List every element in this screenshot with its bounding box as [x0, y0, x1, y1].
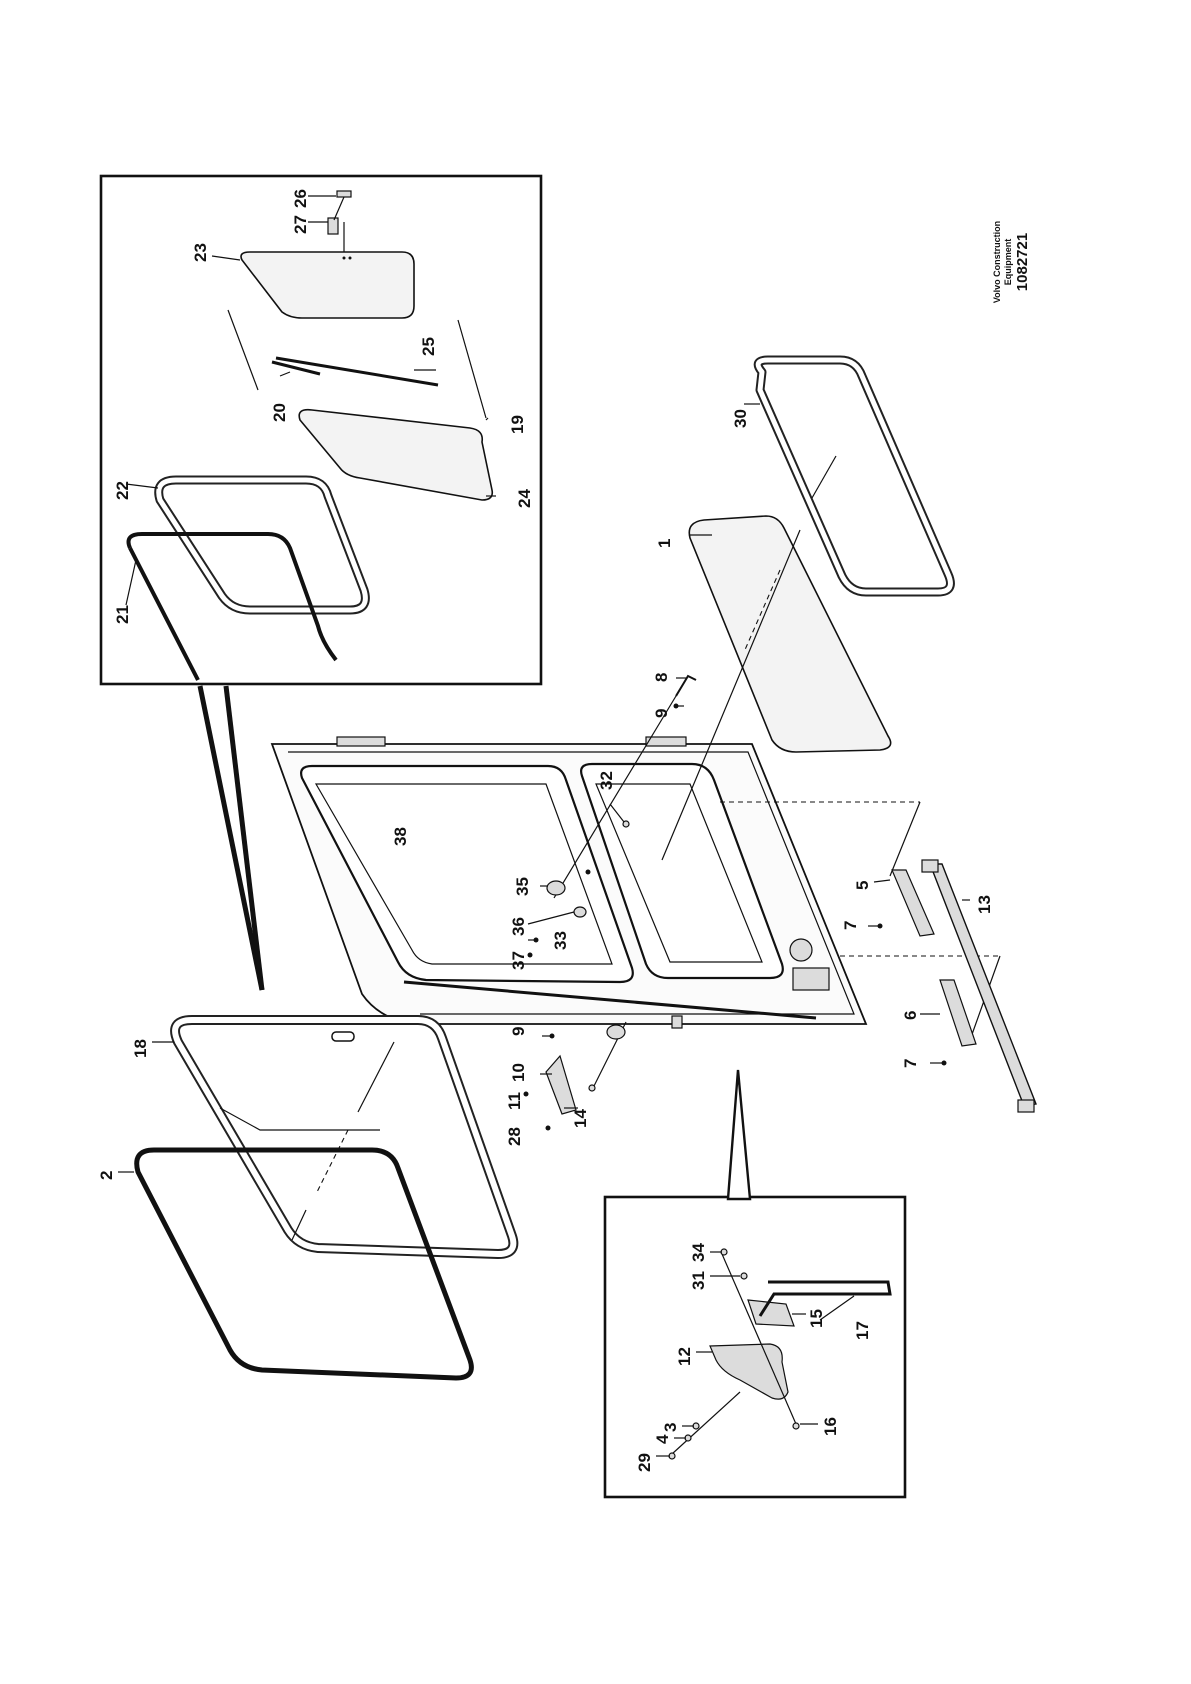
part-labels: 23 26 27 25 20 19 24 22 21 1 30 8 9 32 3… [97, 189, 994, 1472]
label-7a: 7 [841, 921, 860, 930]
door-plate [792, 967, 830, 991]
label-2: 2 [97, 1171, 116, 1180]
door-lock [789, 938, 813, 962]
strip-25 [275, 356, 439, 387]
label-3: 3 [661, 1423, 680, 1432]
label-23: 23 [191, 243, 210, 262]
label-21: 21 [113, 605, 132, 624]
rod-17 [758, 1280, 892, 1317]
glass-1 [688, 515, 892, 753]
detail-box-lower [603, 1195, 907, 1499]
glass-edge-line [227, 309, 259, 391]
label-15: 15 [807, 1309, 826, 1328]
diagram-caption: Volvo Construction Equipment 1082721 [992, 221, 1031, 303]
bracket-6 [939, 979, 977, 1047]
label-38: 38 [391, 827, 410, 846]
seal-2 [134, 1147, 474, 1381]
label-18: 18 [131, 1039, 150, 1058]
bushing-33 [573, 906, 587, 918]
label-37: 37 [509, 951, 528, 970]
label-36: 36 [509, 917, 528, 936]
latch-12 [709, 1343, 789, 1400]
label-29: 29 [635, 1453, 654, 1472]
hinge-left [336, 736, 386, 747]
label-17: 17 [853, 1321, 872, 1340]
label-10: 10 [509, 1063, 528, 1082]
rod-8 [553, 695, 677, 899]
caption-company: Volvo Construction [992, 221, 1002, 303]
label-35: 35 [513, 877, 532, 896]
detail-box-upper [99, 174, 543, 686]
strip-20a [271, 360, 321, 376]
label-6: 6 [901, 1011, 920, 1020]
label-24: 24 [515, 489, 534, 508]
label-26: 26 [291, 189, 310, 208]
label-22: 22 [113, 481, 132, 500]
bearing-35 [546, 880, 566, 896]
bracket-5 [891, 869, 935, 937]
label-34: 34 [689, 1243, 708, 1262]
leader-lines [118, 195, 970, 1457]
callout-upper-right [223, 685, 265, 991]
hinge-right [645, 736, 687, 747]
bearing-lower [606, 1024, 626, 1040]
label-20: 20 [270, 403, 289, 422]
label-30: 30 [731, 409, 750, 428]
frame-18 [170, 1015, 519, 1259]
upper-glass-23 [240, 251, 415, 319]
door-window-right [580, 762, 784, 980]
bracket-10-14 [545, 1054, 577, 1115]
lower-glass-24 [298, 408, 494, 501]
caption-number: 1082721 [1014, 233, 1031, 291]
label-32: 32 [597, 771, 616, 790]
label-5: 5 [853, 881, 872, 890]
label-31: 31 [689, 1271, 708, 1290]
label-27: 27 [291, 215, 310, 234]
door-window-left [300, 764, 634, 984]
caption-company-line2: Equipment [1003, 239, 1013, 286]
label-12: 12 [675, 1347, 694, 1366]
label-25: 25 [419, 337, 438, 356]
label-14: 14 [571, 1109, 590, 1128]
label-13: 13 [975, 895, 994, 914]
label-1: 1 [655, 539, 674, 548]
pin-line-19 [457, 319, 487, 419]
plate-15 [747, 1299, 795, 1327]
callout-upper-left [197, 685, 265, 991]
label-8: 8 [652, 673, 671, 682]
label-16: 16 [821, 1417, 840, 1436]
bolt-26 [336, 190, 352, 198]
label-33: 33 [551, 931, 570, 950]
latch-27 [327, 217, 339, 235]
label-9a: 9 [652, 709, 671, 718]
label-7b: 7 [901, 1059, 920, 1068]
label-9b: 9 [509, 1027, 528, 1036]
seal-21 [126, 532, 338, 662]
label-19: 19 [508, 415, 527, 434]
label-11: 11 [505, 1092, 524, 1110]
label-4: 4 [653, 1434, 672, 1444]
label-28: 28 [505, 1127, 524, 1146]
